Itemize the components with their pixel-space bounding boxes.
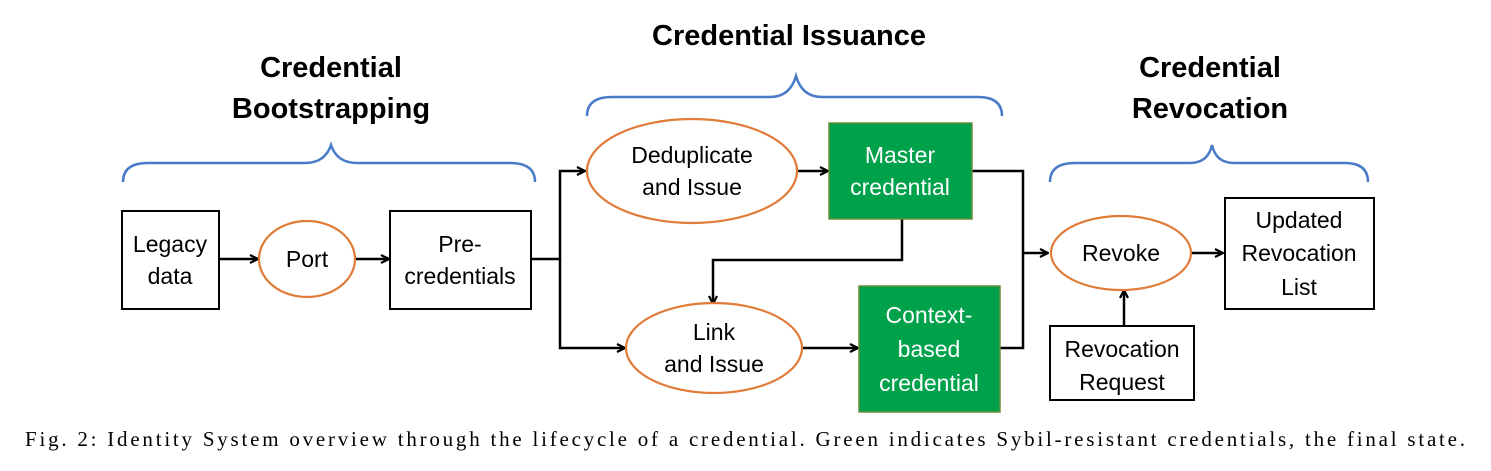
pre-credentials-label-line2: credentials [404,263,515,289]
legacy-data-node: Legacy data [121,210,220,310]
edge-pre-to-deduplicate [531,171,585,261]
revocation-title-line1: Credential [1139,52,1281,84]
edge-context-to-revoke [1000,253,1025,350]
link-issue-node: Link and Issue [624,301,804,395]
bootstrapping-brace [121,141,537,183]
revocation-request-label-line1: Revocation [1064,336,1179,362]
pre-credentials-label-line1: Pre- [438,231,481,257]
edge-pre-to-link [558,259,625,348]
bootstrapping-title-line2: Bootstrapping [232,93,430,125]
port-label: Port [286,246,329,272]
updated-list-label-line2: Revocation [1241,240,1356,266]
deduplicate-label-line1: Deduplicate [631,142,752,168]
edge-master-to-link [713,219,904,304]
bootstrapping-title-line1: Credential [260,52,402,84]
updated-list-label-line1: Updated [1256,207,1343,233]
context-credential-label-line1: Context- [886,302,973,328]
deduplicate-label-line2: and Issue [642,174,742,200]
deduplicate-node: Deduplicate and Issue [585,117,799,225]
legacy-data-label-line2: data [148,263,193,289]
context-credential-label-line3: credential [879,370,979,396]
revoke-label: Revoke [1082,240,1160,266]
revocation-title-line2: Revocation [1132,93,1288,125]
revoke-node: Revoke [1049,214,1193,292]
issuance-title: Credential Issuance [652,20,926,52]
updated-list-label-line3: List [1281,274,1317,300]
master-credential-label-line1: Master [865,142,936,168]
revocation-request-label-line2: Request [1079,369,1165,395]
figure-caption: Fig. 2: Identity System overview through… [25,427,1465,451]
pre-credentials-node: Pre- credentials [389,210,532,310]
context-credential-label-line2: based [898,336,961,362]
legacy-data-label-line1: Legacy [133,231,208,257]
updated-revocation-list-node: Updated Revocation List [1224,197,1375,310]
issuance-brace [585,71,1004,117]
revocation-brace [1048,144,1370,183]
master-credential-label-line2: credential [850,174,950,200]
link-issue-label-line2: and Issue [664,351,764,377]
link-issue-label-line1: Link [693,319,736,345]
edge-master-to-revoke [972,169,1048,253]
revocation-request-node: Revocation Request [1049,325,1195,401]
master-credential-node: Master credential [828,122,973,220]
port-node: Port [257,219,357,299]
context-credential-node: Context- based credential [858,285,1001,413]
